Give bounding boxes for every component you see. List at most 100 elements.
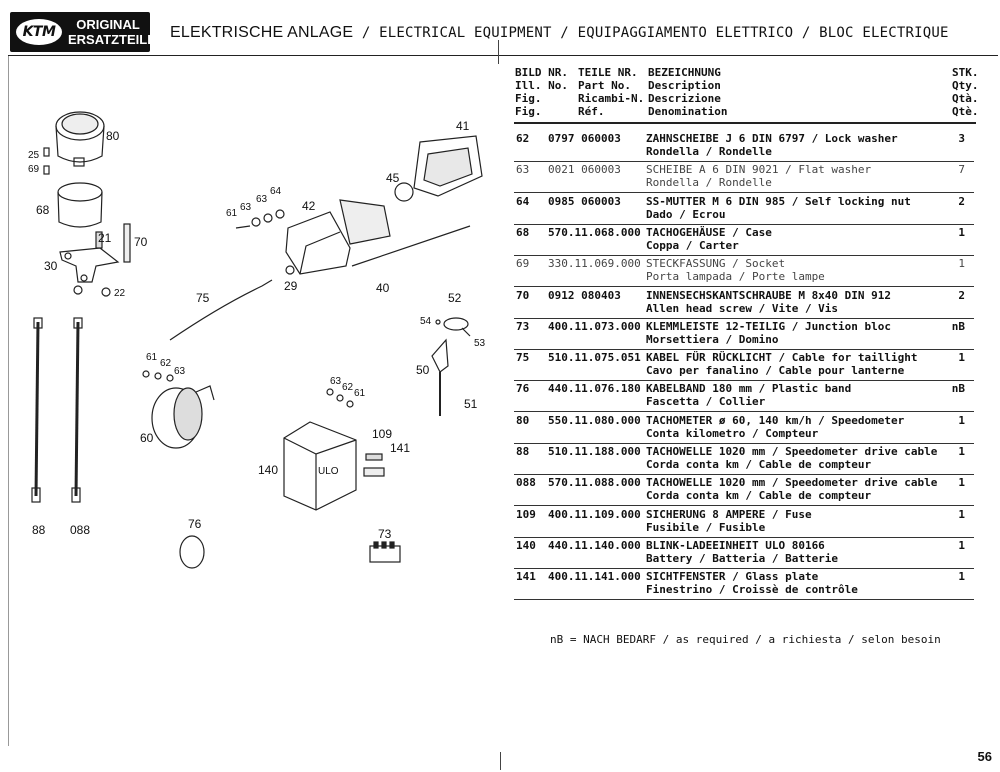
part-fig-number: 69	[516, 257, 530, 270]
row-divider	[514, 411, 974, 412]
row-divider	[514, 380, 974, 381]
callout-76: 76	[188, 517, 202, 531]
part-number: 570.11.088.000	[548, 476, 641, 489]
part-number: 0797 060003	[548, 132, 621, 145]
socket-drawing	[43, 165, 50, 175]
glass-plate-drawing	[363, 467, 385, 477]
table-row: 75 510.11.075.051 KABEL FÜR RÜCKLICHT / Ca…	[514, 349, 979, 379]
part-number: 400.11.073.000	[548, 320, 641, 333]
part-fig-number: 88	[516, 445, 530, 458]
callout-62: 62	[342, 382, 354, 393]
part-description-translation: Allen head screw / Vite / Vis	[646, 302, 839, 315]
part-description: TACHOGEHÄUSE / Case	[646, 226, 772, 239]
taillight-lens-drawing	[413, 135, 483, 197]
row-divider	[514, 474, 974, 475]
callout-42: 42	[302, 199, 316, 213]
ktm-logo-text: ORIGINAL ERSATZTEILE	[68, 17, 156, 47]
part-fig-number: 140	[516, 539, 536, 552]
part-fig-number: 75	[516, 351, 530, 364]
washers-drawing	[235, 209, 285, 229]
row-divider	[514, 505, 974, 506]
part-fig-number: 63	[516, 163, 530, 176]
part-fig-number: 70	[516, 289, 530, 302]
callout-61: 61	[354, 388, 366, 399]
callout-73: 73	[378, 527, 392, 541]
callout-141: 141	[390, 441, 410, 455]
callout-63: 63	[256, 194, 268, 205]
left-margin-line	[8, 56, 9, 746]
tick-mark	[500, 752, 501, 770]
flasher-brand-label: ULO	[318, 466, 339, 477]
callout-64: 64	[270, 186, 282, 197]
part-number: 400.11.141.000	[548, 570, 641, 583]
callout-63: 63	[174, 366, 186, 377]
part-description-translation: Conta kilometro / Compteur	[646, 427, 819, 440]
junction-block-drawing	[369, 541, 401, 563]
footnote: nB = NACH BEDARF / as required / a richi…	[550, 633, 941, 646]
ktm-logo: KTM ORIGINAL ERSATZTEILE	[10, 12, 156, 52]
row-divider	[514, 443, 974, 444]
part-quantity: 2	[958, 289, 965, 302]
horn-drawing	[142, 370, 215, 449]
callout-45: 45	[386, 171, 400, 185]
part-description-translation: Morsettiera / Domino	[646, 333, 779, 346]
callout-52: 52	[448, 291, 462, 305]
clamp-drawing	[435, 317, 471, 337]
callout-29: 29	[284, 279, 298, 293]
cable-band-drawing	[179, 535, 205, 569]
part-description: KABEL FÜR RÜCKLICHT / Cable for tailligh…	[646, 351, 918, 364]
callout-69: 69	[28, 164, 40, 175]
part-fig-number: 76	[516, 382, 530, 395]
tick-mark	[498, 40, 499, 64]
bracket-drawing	[59, 223, 131, 297]
indicator-bracket-drawing	[431, 338, 449, 416]
callout-41: 41	[456, 119, 470, 133]
part-number: 0912 080403	[548, 289, 621, 302]
part-number: 0021 060003	[548, 163, 621, 176]
callout-30: 30	[44, 259, 58, 273]
part-number: 510.11.075.051	[548, 351, 641, 364]
callout-22: 22	[114, 288, 126, 299]
table-row: 63 0021 060003 SCHEIBE A 6 DIN 9021 / Flat…	[514, 161, 979, 191]
part-quantity: 1	[958, 508, 965, 521]
part-number: 570.11.068.000	[548, 226, 641, 239]
part-description: KABELBAND 180 mm / Plastic band	[646, 382, 852, 395]
callout-25: 25	[28, 150, 40, 161]
ktm-logo-mark: KTM	[16, 19, 62, 45]
part-fig-number: 62	[516, 132, 530, 145]
callout-61: 61	[146, 352, 158, 363]
callout-60: 60	[140, 431, 154, 445]
row-divider	[514, 568, 974, 569]
exploded-parts-diagram: ULO 80 25 69 68 21 70 30 22 61 63 63 64 …	[28, 111, 486, 569]
callout-21: 21	[98, 231, 112, 245]
callout-53: 53	[474, 338, 486, 349]
part-description: SCHEIBE A 6 DIN 9021 / Flat washer	[646, 163, 872, 176]
callout-40: 40	[376, 281, 390, 295]
part-quantity: 2	[958, 195, 965, 208]
part-fig-number: 80	[516, 414, 530, 427]
taillight-housing-drawing	[285, 211, 351, 275]
part-number: 0985 060003	[548, 195, 621, 208]
callout-63: 63	[240, 202, 252, 213]
callout-68: 68	[36, 203, 50, 217]
column-header-part: TEILE NR. Part No. Ricambi-N. Réf.	[578, 66, 645, 118]
row-divider	[514, 224, 974, 225]
taillight-cable-drawing	[169, 279, 273, 341]
part-description: KLEMMLEISTE 12-TEILIG / Junction bloc	[646, 320, 892, 333]
part-description: TACHOWELLE 1020 mm / Speedometer drive c…	[646, 476, 938, 489]
callout-80: 80	[106, 129, 120, 143]
fuse-drawing	[365, 453, 383, 461]
callout-61: 61	[226, 208, 238, 219]
part-description-translation: Dado / Ecrou	[646, 208, 726, 221]
row-divider	[514, 537, 974, 538]
grommet-drawing	[285, 265, 295, 275]
washers-drawing	[326, 388, 354, 408]
